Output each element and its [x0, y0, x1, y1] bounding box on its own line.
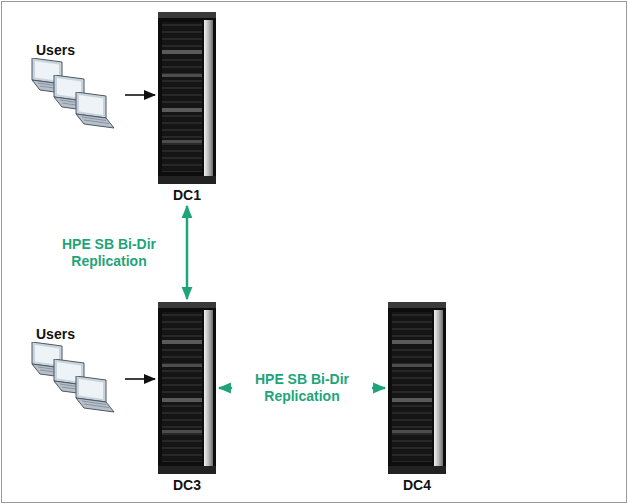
user-group: Users	[18, 326, 122, 416]
server-rack	[388, 302, 446, 474]
server-rack: DC3	[158, 302, 216, 493]
node-label: DC3	[158, 477, 216, 493]
edge-label: HPE SB Bi-Dir Replication	[39, 235, 179, 271]
server-rack: DC4	[388, 302, 446, 493]
node-label: Users	[18, 42, 122, 58]
node-label: Users	[18, 326, 122, 342]
replication-arrow	[186, 206, 189, 299]
node-label: DC1	[158, 187, 216, 203]
access-arrow	[125, 94, 155, 96]
user-group: Users	[18, 42, 122, 132]
access-arrow	[125, 378, 155, 380]
laptop-group	[32, 342, 114, 412]
server-rack: DC1	[158, 12, 216, 203]
edge-label: HPE SB Bi-Dir Replication	[232, 370, 372, 406]
server-rack	[158, 302, 216, 474]
server-rack	[158, 12, 216, 184]
laptop-group	[32, 58, 114, 128]
node-label: DC4	[388, 477, 446, 493]
